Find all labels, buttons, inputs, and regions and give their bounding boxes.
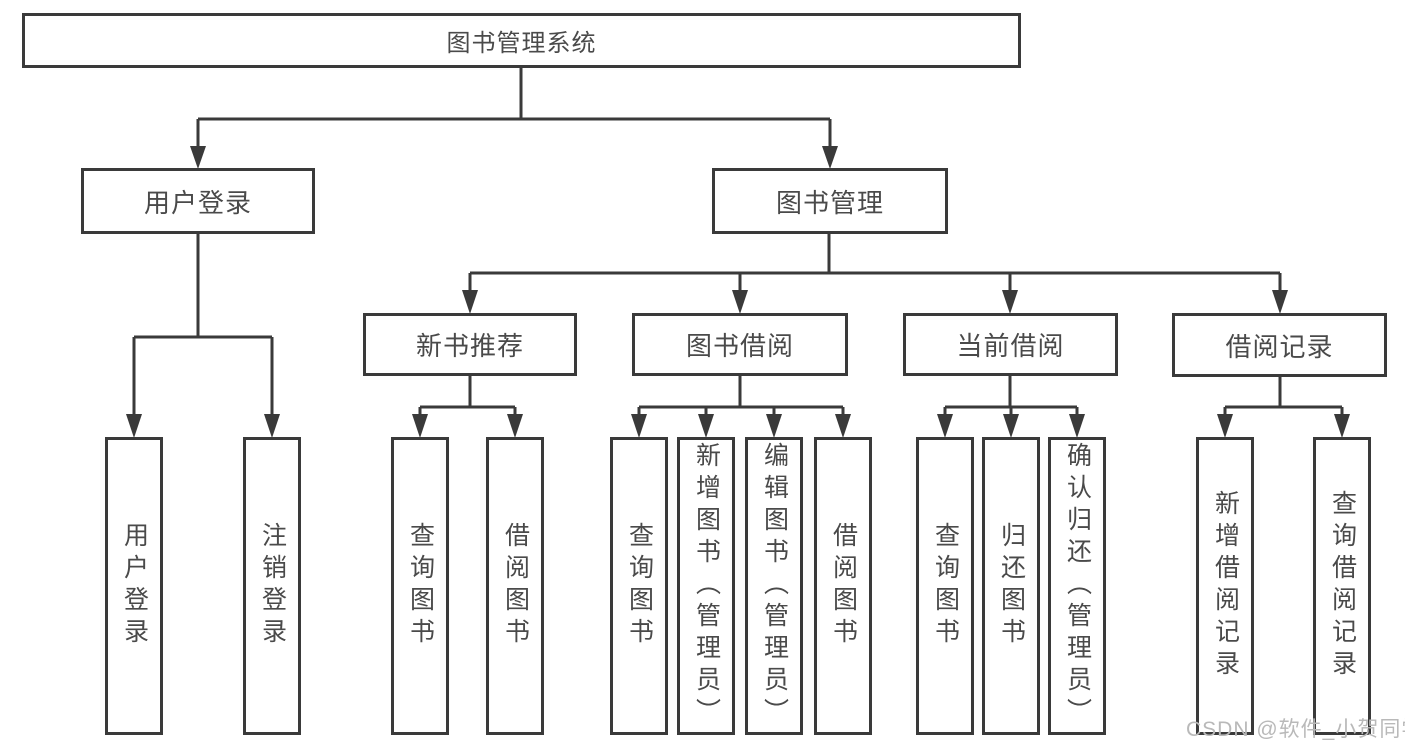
leaf-label: 借阅图书 bbox=[829, 522, 858, 650]
node-leaf-add-book-admin: 新增图书（管理员） bbox=[677, 437, 735, 735]
node-new-book-recommend: 新书推荐 bbox=[363, 313, 577, 376]
leaf-label: 查询图书 bbox=[931, 522, 960, 650]
leaf-label: 借阅图书 bbox=[501, 522, 530, 650]
leaf-label: 注销登录 bbox=[258, 522, 287, 650]
node-borrow-records: 借阅记录 bbox=[1172, 313, 1387, 377]
node-leaf-query-borrow-record: 查询借阅记录 bbox=[1313, 437, 1371, 735]
leaf-label: 新增图书（管理员） bbox=[692, 442, 721, 730]
node-user-login: 用户登录 bbox=[81, 168, 315, 234]
node-leaf-user-login: 用户登录 bbox=[105, 437, 163, 735]
node-leaf-borrow-book-2: 借阅图书 bbox=[814, 437, 872, 735]
node-library-system: 图书管理系统 bbox=[22, 13, 1021, 68]
node-leaf-query-book-2: 查询图书 bbox=[610, 437, 668, 735]
node-leaf-return-book: 归还图书 bbox=[982, 437, 1040, 735]
node-leaf-edit-book-admin: 编辑图书（管理员） bbox=[745, 437, 803, 735]
node-book-borrow: 图书借阅 bbox=[632, 313, 848, 376]
node-current-borrow: 当前借阅 bbox=[903, 313, 1118, 376]
leaf-label: 归还图书 bbox=[997, 522, 1026, 650]
node-leaf-borrow-book-1: 借阅图书 bbox=[486, 437, 544, 735]
leaf-label: 新增借阅记录 bbox=[1211, 490, 1240, 682]
node-leaf-query-book-3: 查询图书 bbox=[916, 437, 974, 735]
node-leaf-logout: 注销登录 bbox=[243, 437, 301, 735]
node-leaf-query-book-1: 查询图书 bbox=[391, 437, 449, 735]
csdn-watermark: CSDN @软件_小贺同学 bbox=[1186, 718, 1405, 741]
leaf-label: 编辑图书（管理员） bbox=[760, 442, 789, 730]
node-leaf-confirm-return-admin: 确认归还（管理员） bbox=[1048, 437, 1106, 735]
leaf-label: 查询图书 bbox=[625, 522, 654, 650]
node-book-management: 图书管理 bbox=[712, 168, 948, 234]
node-leaf-add-borrow-record: 新增借阅记录 bbox=[1196, 437, 1254, 735]
leaf-label: 确认归还（管理员） bbox=[1063, 442, 1092, 730]
leaf-label: 查询借阅记录 bbox=[1328, 490, 1357, 682]
leaf-label: 查询图书 bbox=[406, 522, 435, 650]
leaf-label: 用户登录 bbox=[120, 522, 149, 650]
